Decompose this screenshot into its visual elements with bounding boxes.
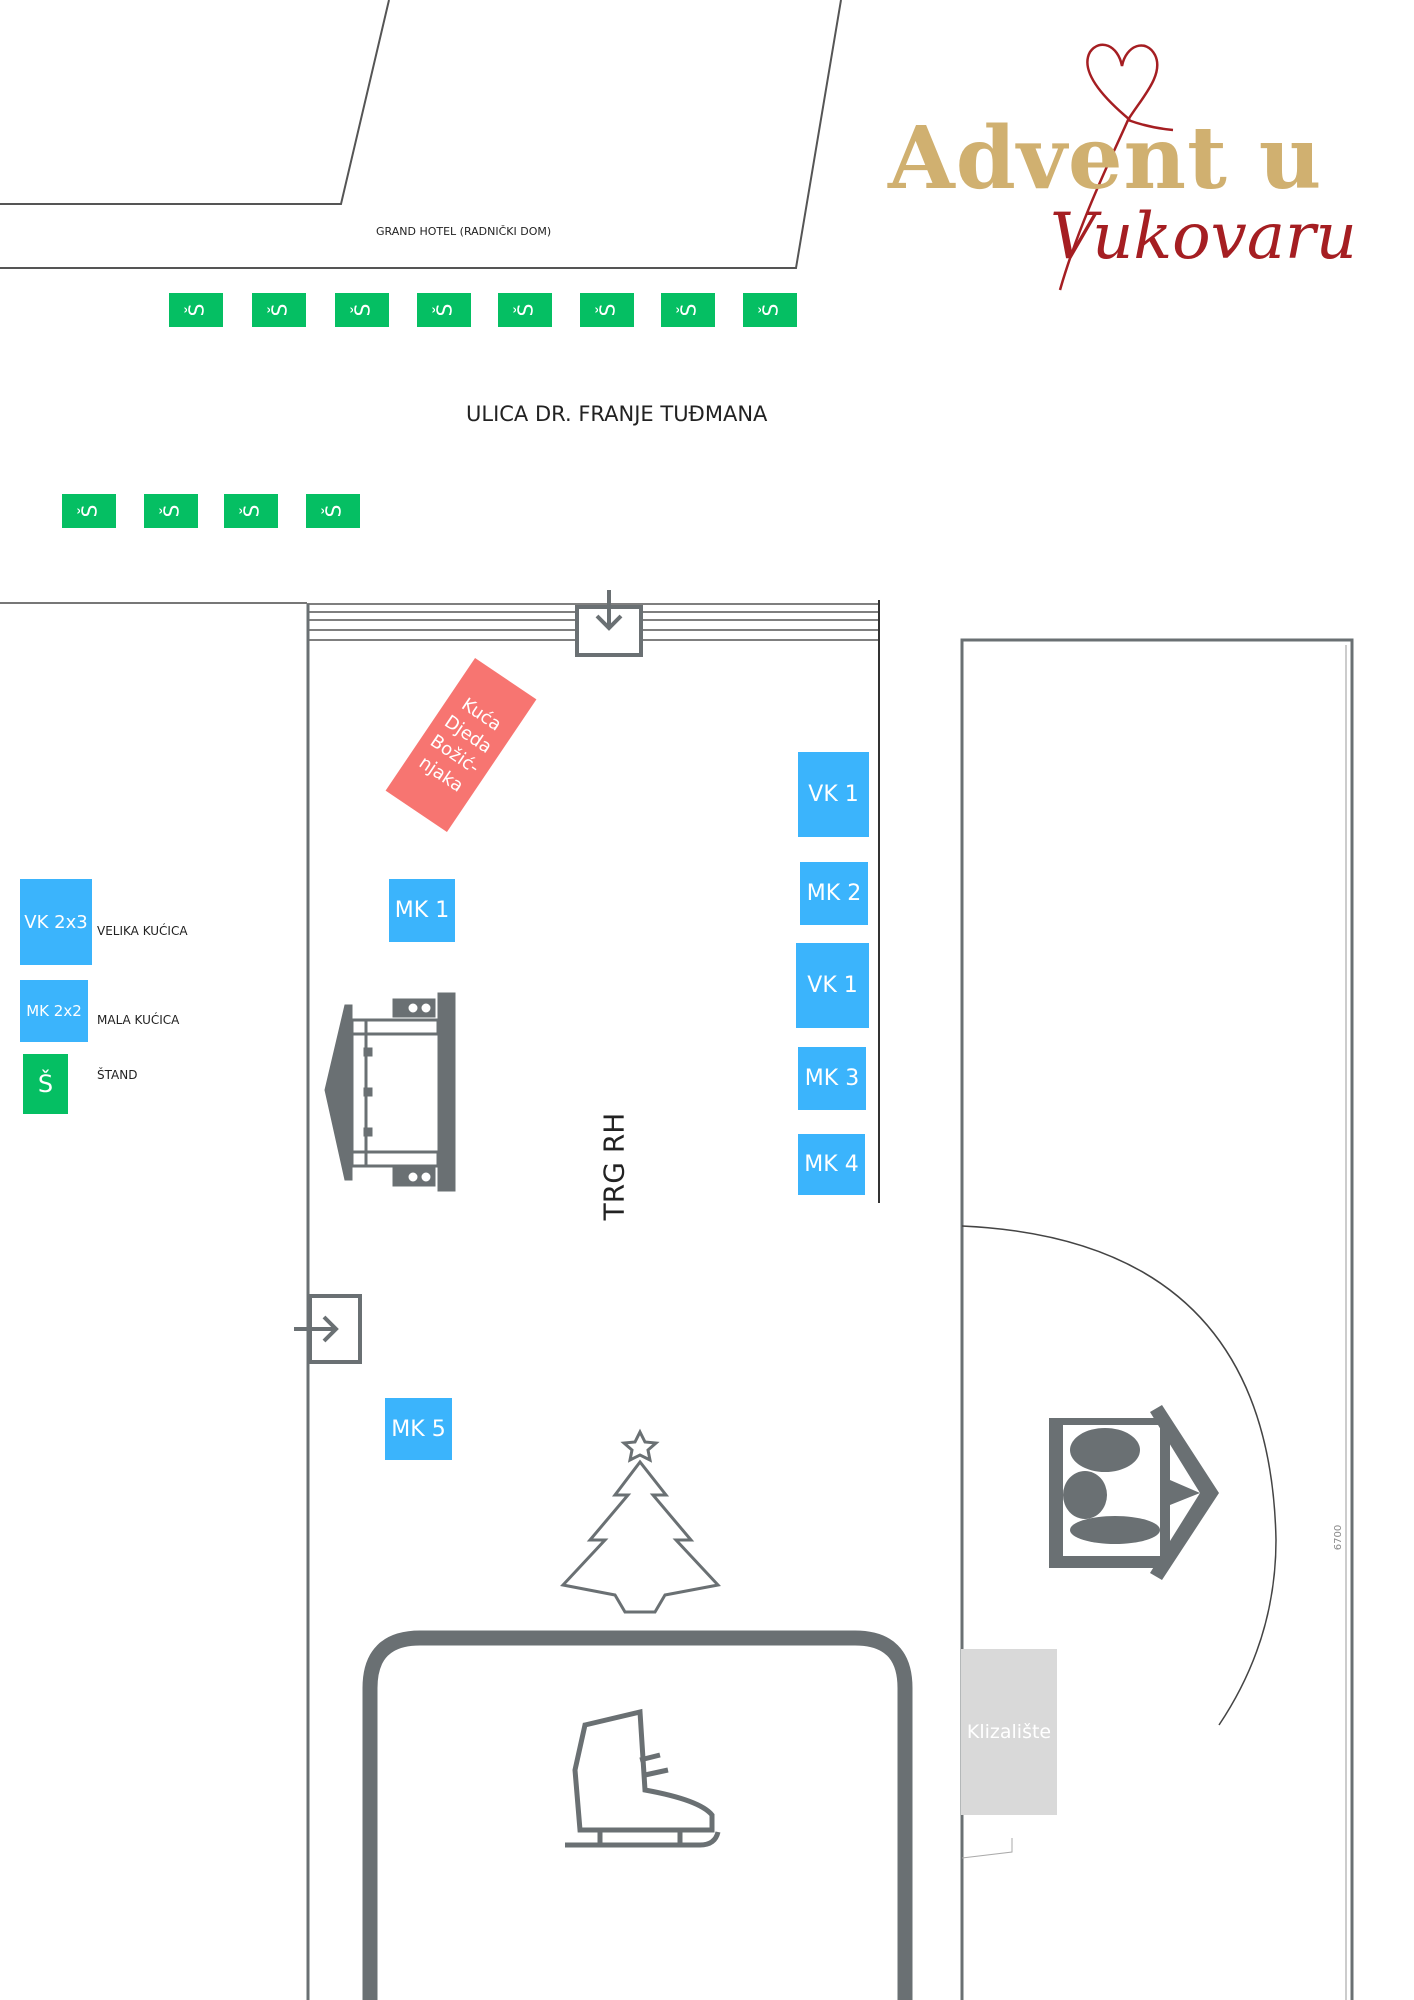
rink-label-box: Klizalište <box>961 1649 1057 1815</box>
logo-line2: Vukovaru <box>1050 200 1357 274</box>
booth-vk1-bottom[interactable]: VK 1 <box>796 943 869 1028</box>
booth-mk3[interactable]: MK 3 <box>798 1047 866 1110</box>
stand[interactable]: Š <box>335 293 389 327</box>
stand[interactable]: Š <box>743 293 797 327</box>
stand[interactable]: Š <box>169 293 223 327</box>
stand[interactable]: Š <box>224 494 278 528</box>
entrance-icon <box>575 590 643 657</box>
arc-boundary <box>961 1225 1277 1726</box>
stand[interactable]: Š <box>144 494 198 528</box>
stand[interactable]: Š <box>306 494 360 528</box>
legend-stand-label: ŠTAND <box>97 1068 138 1082</box>
booth-mk2[interactable]: MK 2 <box>800 862 868 925</box>
legend-vk-swatch: VK 2x3 <box>20 879 92 965</box>
heart-icon <box>1058 43 1174 291</box>
stand[interactable]: Š <box>661 293 715 327</box>
booth-mk5[interactable]: MK 5 <box>385 1398 452 1460</box>
ice-skate-icon <box>565 1708 721 1848</box>
booth-vk1-top[interactable]: VK 1 <box>798 752 869 837</box>
right-building <box>960 638 1354 2000</box>
booth-mk4[interactable]: MK 4 <box>798 1134 865 1195</box>
stand[interactable]: Š <box>498 293 552 327</box>
stage-icon <box>324 992 456 1192</box>
dimension-label: 6700 <box>1333 1524 1345 1551</box>
hotel-label: GRAND HOTEL (RADNIČKI DOM) <box>376 225 552 238</box>
stand[interactable]: Š <box>252 293 306 327</box>
nativity-icon <box>1049 1405 1219 1580</box>
legend-mk-swatch: MK 2x2 <box>20 980 88 1042</box>
logo-line1: Advent u <box>888 108 1323 209</box>
stand[interactable]: Š <box>417 293 471 327</box>
legend-stand-swatch: Š <box>23 1054 68 1114</box>
ice-rink <box>362 1630 913 2000</box>
street-label: ULICA DR. FRANJE TUĐMANA <box>466 402 768 426</box>
stand[interactable]: Š <box>580 293 634 327</box>
entrance-icon <box>294 1294 362 1364</box>
hotel-boundary <box>0 0 842 269</box>
hotel-outline <box>0 0 390 205</box>
christmas-tree-icon <box>560 1428 721 1614</box>
square-label: TRG RH <box>597 1112 631 1221</box>
booth-mk1[interactable]: MK 1 <box>389 879 455 942</box>
legend-mk-label: MALA KUĆICA <box>97 1013 180 1027</box>
stand[interactable]: Š <box>62 494 116 528</box>
legend-vk-label: VELIKA KUĆICA <box>97 924 188 938</box>
